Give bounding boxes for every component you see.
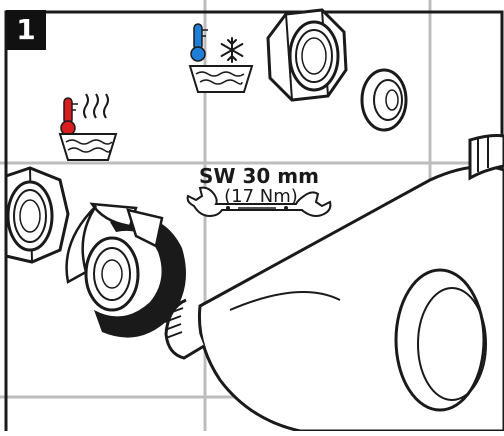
torque-label: (17 Nm) — [224, 186, 298, 207]
sealing-tape-icon — [65, 202, 186, 338]
union-nut-left — [4, 166, 70, 264]
wrench-size-label: SW 30 mm — [199, 164, 319, 188]
thermostat-mixer-body — [164, 134, 504, 433]
hot-water-thermometer-icon — [58, 93, 118, 161]
filter-disc — [360, 68, 408, 132]
open-end-wrench-icon — [186, 186, 332, 218]
wall-fitting — [84, 236, 140, 312]
cold-water-snowflake-icon — [188, 23, 254, 93]
step-number-badge: 1 — [6, 10, 46, 50]
union-nut-top — [266, 8, 348, 102]
